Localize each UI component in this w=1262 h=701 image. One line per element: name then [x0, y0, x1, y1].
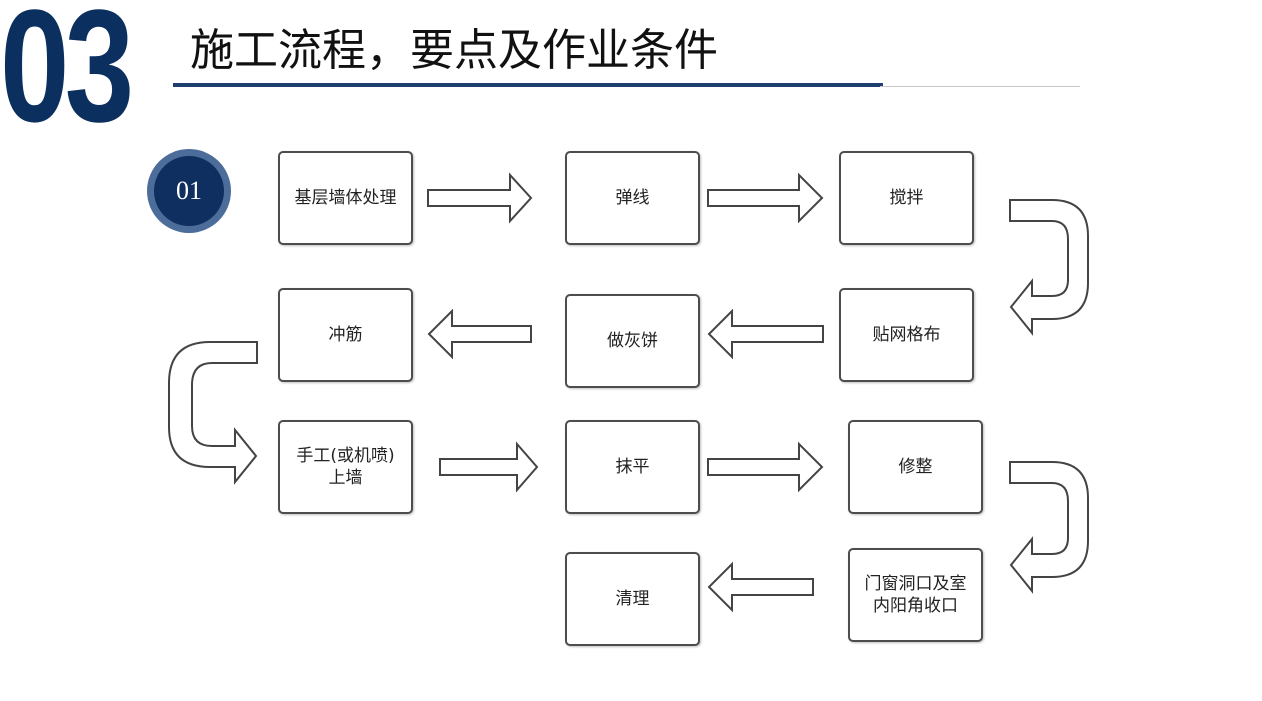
flow-step-trimming: 修整	[848, 420, 983, 514]
flow-step-label: 抹平	[615, 457, 650, 477]
u-turn-arrow-icon	[1009, 199, 1089, 336]
flow-step-apply-to-wall: 手工(或机喷) 上墙	[278, 420, 413, 514]
flow-step-label-line1: 手工(或机喷)	[296, 446, 395, 466]
arrow-left-icon	[707, 308, 824, 360]
arrow-right-icon	[707, 172, 824, 224]
flow-step-label: 搅拌	[889, 188, 924, 208]
flow-step-label: 弹线	[615, 188, 650, 208]
flow-step-mixing: 搅拌	[839, 151, 974, 245]
flow-step-label-line2: 上墙	[328, 468, 363, 488]
u-turn-arrow-icon	[1009, 461, 1089, 594]
flow-step-label: 修整	[898, 457, 933, 477]
arrow-left-icon	[427, 308, 532, 360]
flow-step-label: 清理	[615, 589, 650, 609]
arrow-right-icon	[707, 441, 824, 493]
flow-step-plaster-dots: 做灰饼	[565, 294, 700, 388]
flow-step-screeds: 冲筋	[278, 288, 413, 382]
title-rule-extension	[880, 86, 1080, 87]
flow-step-smoothing: 抹平	[565, 420, 700, 514]
flow-step-label: 贴网格布	[872, 325, 941, 345]
arrow-left-icon	[707, 561, 814, 613]
flow-step-cleanup: 清理	[565, 552, 700, 646]
flow-step-mesh-fabric: 贴网格布	[839, 288, 974, 382]
page-title: 施工流程，要点及作业条件	[190, 25, 718, 76]
arrow-right-icon	[427, 172, 533, 224]
arrow-right-icon	[439, 441, 539, 493]
flow-step-snap-line: 弹线	[565, 151, 700, 245]
flow-step-label: 基层墙体处理	[294, 188, 397, 208]
flow-step-opening-corner-finish: 门窗洞口及室 内阳角收口	[848, 548, 983, 642]
flow-step-label: 做灰饼	[607, 331, 658, 351]
step-badge: 01	[154, 156, 224, 226]
u-turn-arrow-icon	[168, 341, 258, 485]
flow-step-label: 冲筋	[328, 325, 363, 345]
section-number: 03	[0, 0, 134, 155]
flow-step-label-line1: 门窗洞口及室	[864, 574, 967, 594]
title-underline	[173, 83, 883, 87]
flow-step-label-line2: 内阳角收口	[873, 596, 958, 616]
flow-step-base-wall-treatment: 基层墙体处理	[278, 151, 413, 245]
